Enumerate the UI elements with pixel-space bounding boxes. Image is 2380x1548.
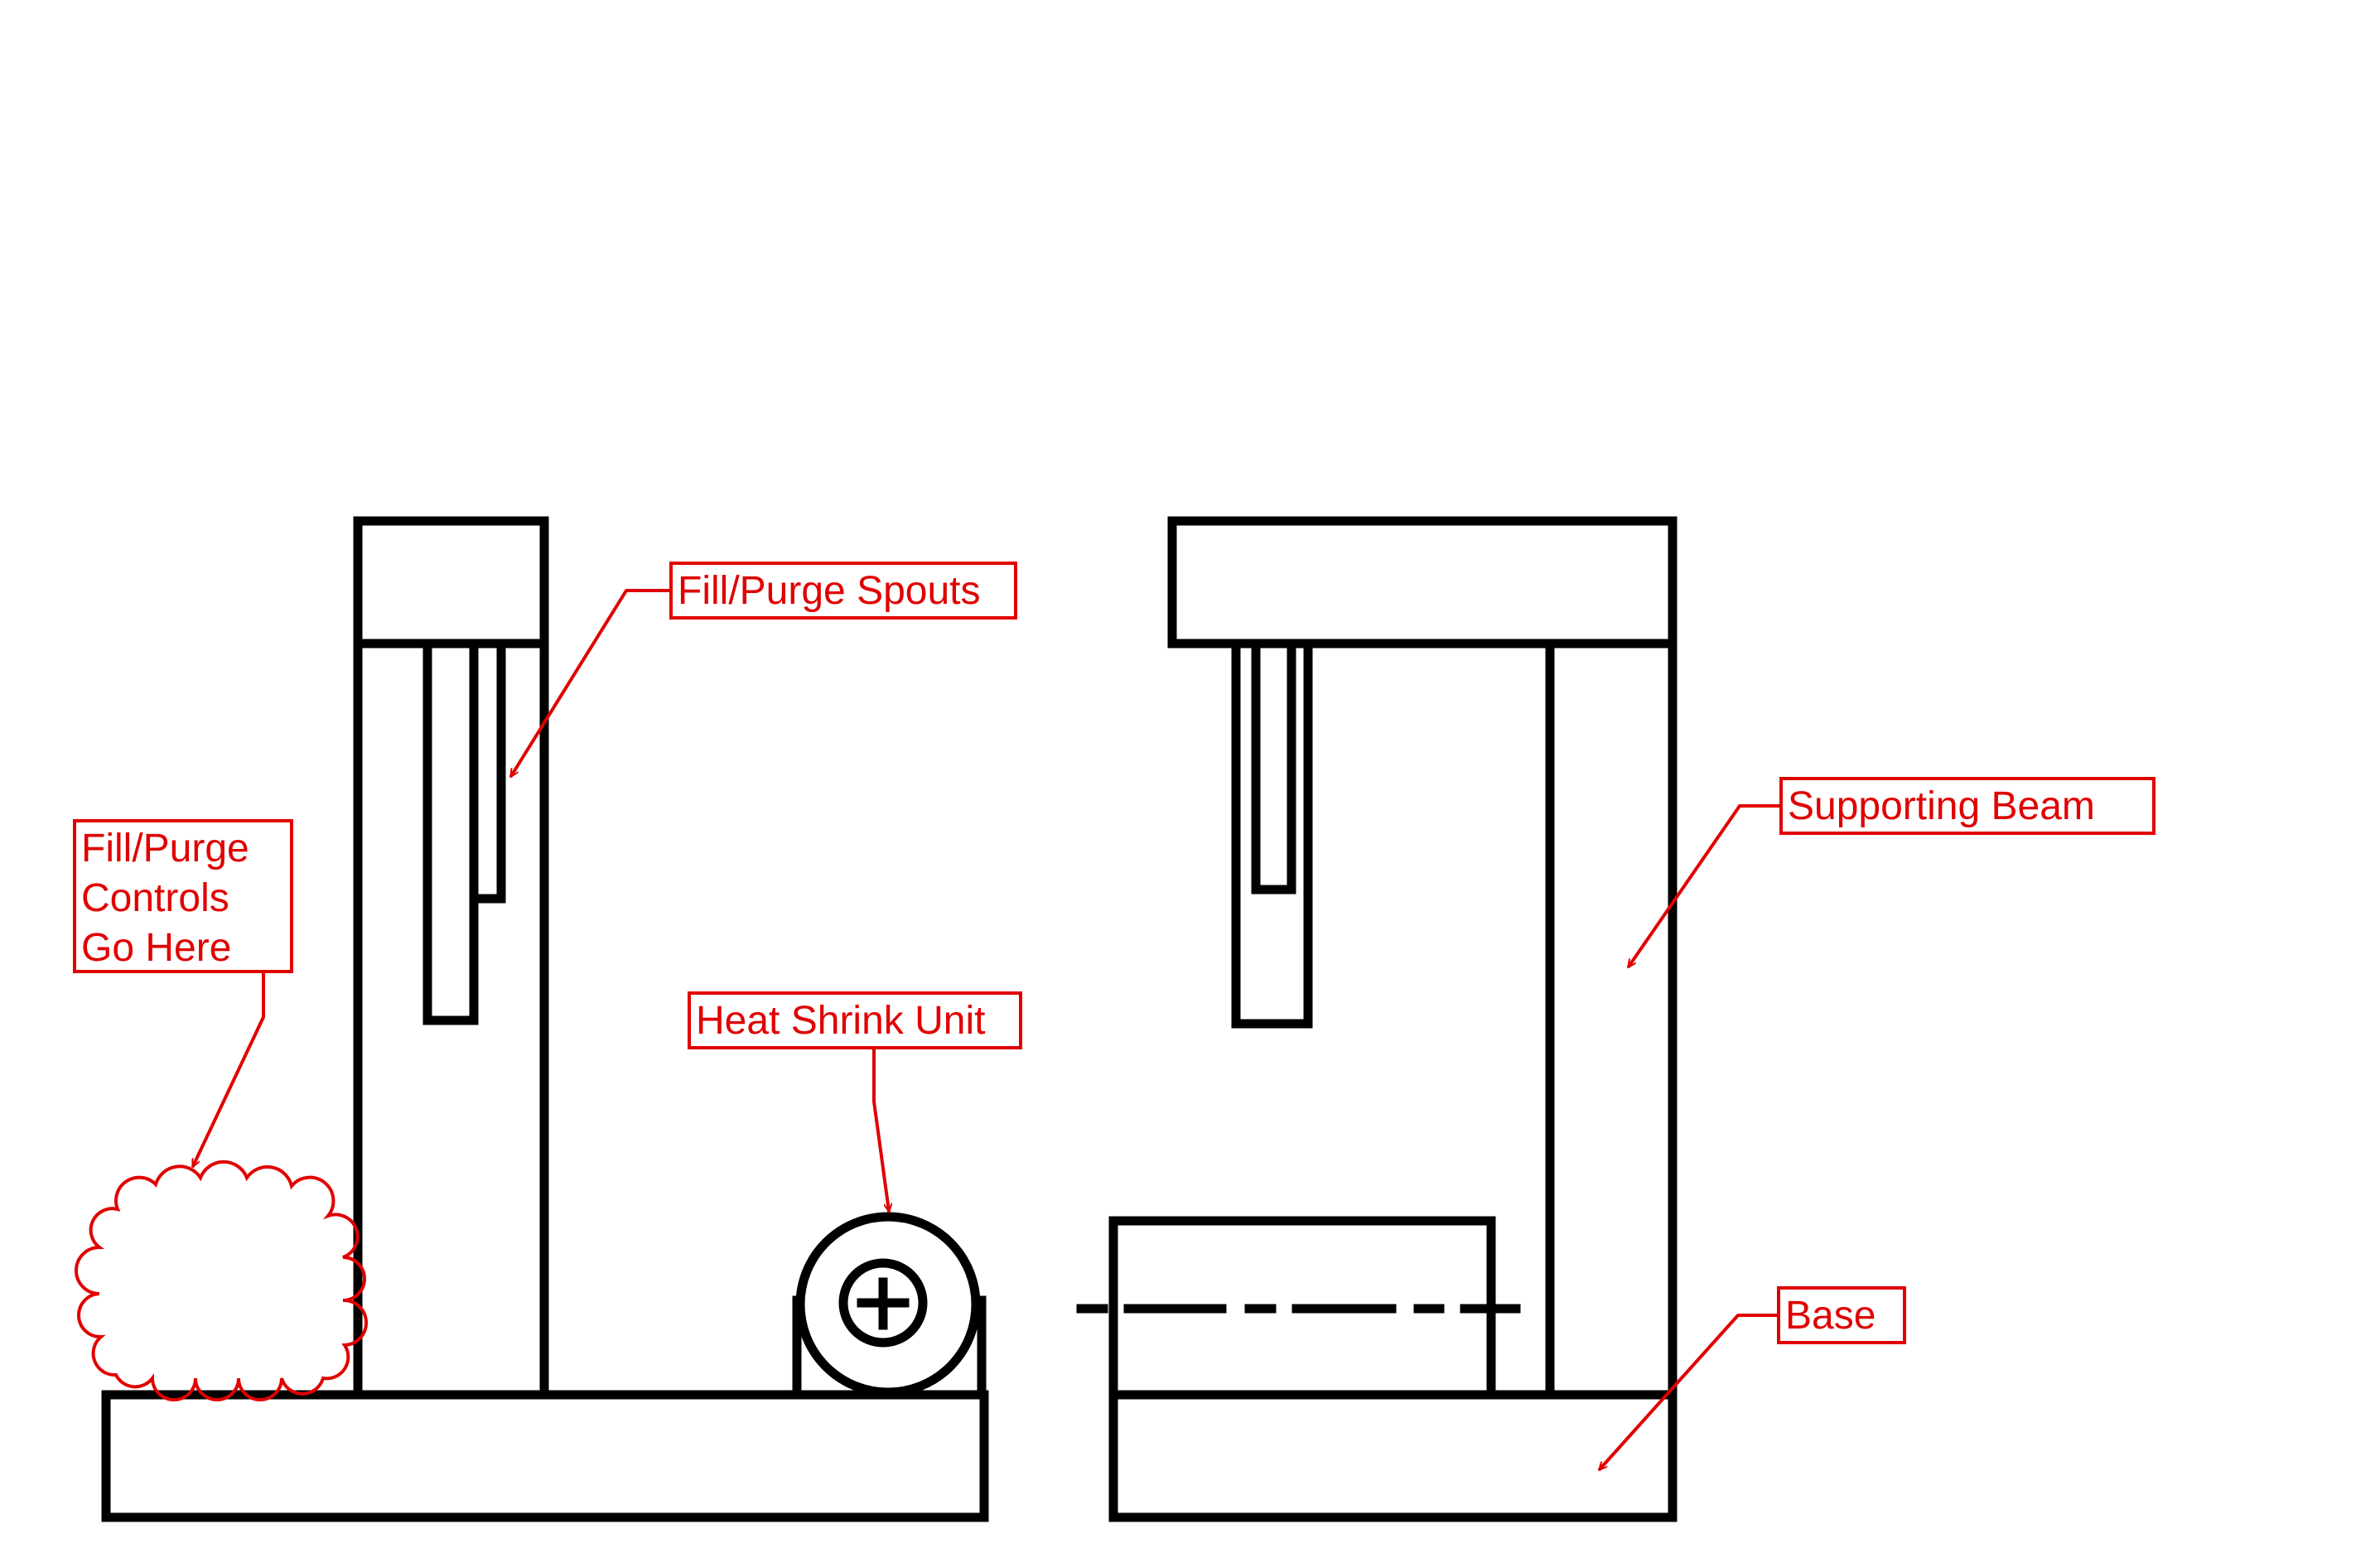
- leader-supporting-beam: [1627, 804, 1783, 967]
- side-view: [1076, 516, 1678, 1522]
- callout-supporting-beam: Supporting Beam: [1627, 777, 2156, 967]
- side-view-top-beam: [1167, 516, 1678, 649]
- side-view-spout-outer: [1231, 644, 1313, 1029]
- side-view-spout-inner: [1251, 644, 1296, 895]
- heat-shrink-hub: [838, 1258, 928, 1348]
- front-view-base: [101, 1390, 989, 1522]
- label-box-supporting-beam: [1779, 777, 2156, 835]
- label-box-fill-purge-spouts: [669, 562, 1017, 620]
- label-fill-purge-controls-line-2: Controls: [81, 876, 229, 920]
- label-base: Base: [1785, 1294, 1876, 1338]
- leader-fill-purge-controls: [191, 970, 265, 1166]
- label-box-heat-shrink-unit: [688, 991, 1022, 1049]
- label-supporting-beam: Supporting Beam: [1788, 784, 2095, 828]
- heat-shrink-unit: [792, 1212, 987, 1400]
- label-fill-purge-controls-line-1: Fill/Purge: [81, 827, 249, 870]
- leader-fill-purge-spouts: [509, 589, 673, 776]
- front-view-spout-long: [422, 644, 479, 1025]
- label-fill-purge-spouts: Fill/Purge Spouts: [678, 569, 981, 613]
- front-view-column: [353, 516, 549, 1400]
- leader-heat-shrink-unit: [872, 1046, 889, 1213]
- callout-base: Base: [1600, 1286, 1906, 1469]
- label-fill-purge-controls-line-3: Go Here: [81, 926, 231, 970]
- side-view-base: [1108, 1390, 1678, 1522]
- controls-cloud: [75, 1160, 368, 1401]
- leader-base: [1600, 1314, 1780, 1469]
- callout-fill-purge-spouts: Fill/Purge Spouts: [509, 562, 1017, 776]
- callout-heat-shrink-unit: Heat Shrink Unit: [688, 991, 1022, 1213]
- front-view-spout-short: [469, 644, 506, 904]
- label-box-fill-purge-controls: [73, 819, 293, 973]
- label-heat-shrink-unit: Heat Shrink Unit: [696, 999, 985, 1043]
- label-box-base: [1777, 1286, 1906, 1344]
- front-view: [101, 516, 989, 1522]
- callout-fill-purge-controls: Fill/Purge Controls Go Here: [73, 819, 293, 1166]
